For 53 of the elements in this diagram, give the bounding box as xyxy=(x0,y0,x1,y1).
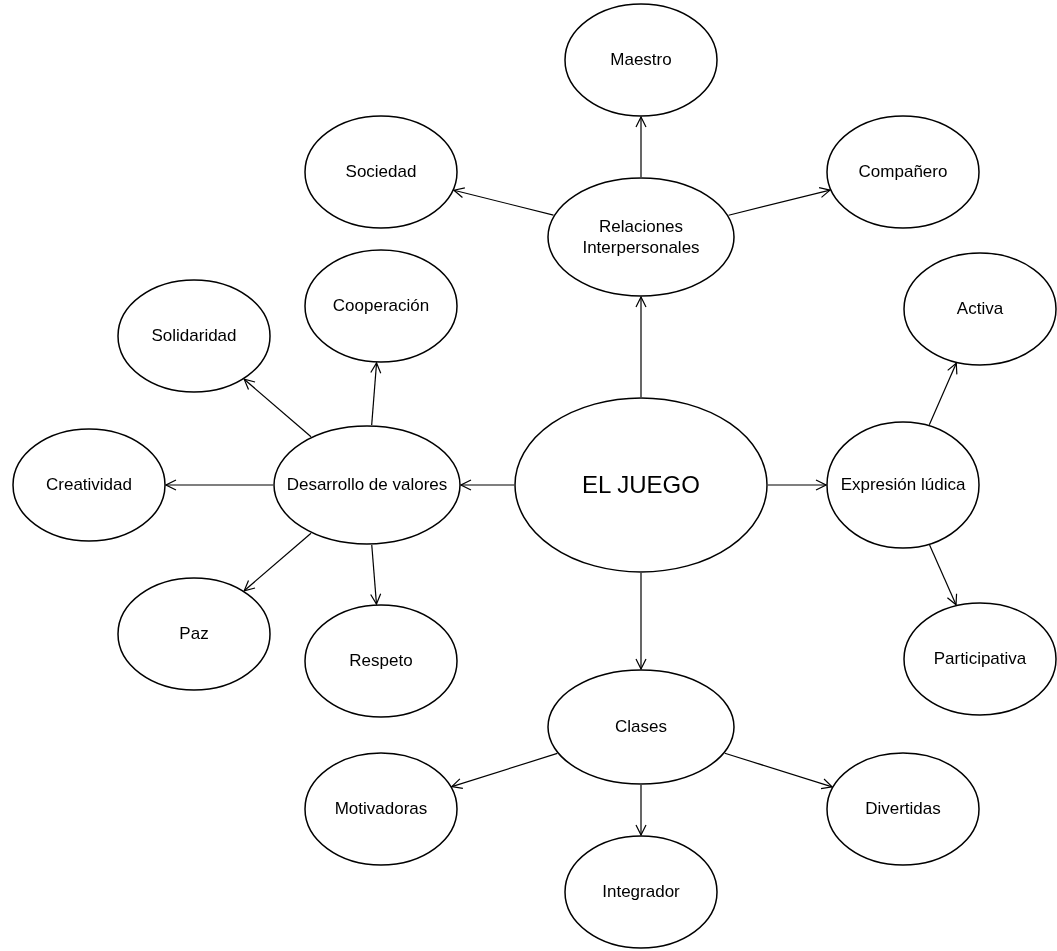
arrow xyxy=(451,752,558,789)
concept-ellipse xyxy=(273,425,461,545)
concept-ellipse xyxy=(547,177,735,297)
arrow xyxy=(635,116,647,178)
node-label: Motivadoras xyxy=(333,798,429,820)
concept-ellipse xyxy=(903,602,1057,716)
arrow xyxy=(929,544,958,606)
node-label: Participativa xyxy=(932,648,1028,670)
node-label: Respeto xyxy=(348,650,414,672)
node-label: Clases xyxy=(614,716,668,738)
concept-ellipse xyxy=(304,115,458,229)
node-label: Integrador xyxy=(601,881,681,903)
concept-ellipse xyxy=(564,835,718,949)
node-label: Divertidas xyxy=(864,798,942,820)
arrow xyxy=(724,752,833,790)
node-label: Expresión lúdica xyxy=(839,474,967,496)
arrow xyxy=(453,187,555,216)
arrow xyxy=(165,479,274,491)
arrow xyxy=(460,479,515,491)
arrow xyxy=(243,378,312,438)
concept-ellipse xyxy=(117,279,271,393)
concept-ellipse xyxy=(117,577,271,691)
concept-ellipse xyxy=(514,397,768,573)
node-label: Activa xyxy=(955,298,1005,320)
concept-ellipse xyxy=(547,669,735,785)
concept-ellipse xyxy=(564,3,718,117)
concept-ellipse xyxy=(826,752,980,866)
node-label: Creatividad xyxy=(45,474,133,496)
arrow xyxy=(635,296,647,398)
node-label: Paz xyxy=(178,623,210,645)
arrow xyxy=(635,784,647,836)
node-label: Solidaridad xyxy=(150,325,238,347)
arrow xyxy=(767,479,827,491)
concept-ellipse xyxy=(304,752,458,866)
node-label: Cooperación xyxy=(331,295,431,317)
concept-ellipse xyxy=(304,604,458,718)
concept-ellipse xyxy=(826,115,980,229)
concept-ellipse xyxy=(304,249,458,363)
node-label: Relaciones Interpersonales xyxy=(581,215,701,259)
arrow xyxy=(370,544,382,605)
concept-ellipse xyxy=(826,421,980,549)
arrow xyxy=(243,532,312,592)
node-label: EL JUEGO xyxy=(581,470,701,500)
arrow xyxy=(928,362,958,426)
arrow xyxy=(370,362,382,426)
arrow xyxy=(728,187,831,216)
node-label: Sociedad xyxy=(344,161,418,183)
node-label: Desarrollo de valores xyxy=(285,474,449,496)
concept-ellipse xyxy=(903,252,1057,366)
node-label: Maestro xyxy=(609,49,673,71)
node-label: Compañero xyxy=(857,161,949,183)
arrow xyxy=(635,572,647,670)
concept-ellipse xyxy=(12,428,166,542)
